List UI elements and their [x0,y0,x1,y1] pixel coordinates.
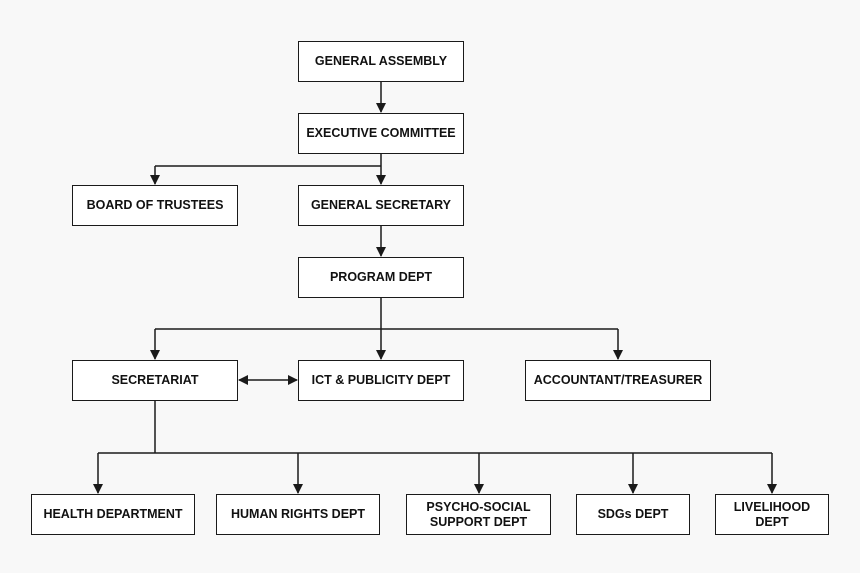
node-health-department: HEALTH DEPARTMENT [31,494,195,535]
node-secretariat: SECRETARIAT [72,360,238,401]
node-accountant-treasurer: ACCOUNTANT/TREASURER [525,360,711,401]
node-livelihood-dept: LIVELIHOOD DEPT [715,494,829,535]
node-human-rights-dept: HUMAN RIGHTS DEPT [216,494,380,535]
node-program-dept: PROGRAM DEPT [298,257,464,298]
node-general-secretary: GENERAL SECRETARY [298,185,464,226]
node-board-of-trustees: BOARD OF TRUSTEES [72,185,238,226]
node-ict-publicity-dept: ICT & PUBLICITY DEPT [298,360,464,401]
node-sdgs-dept: SDGs DEPT [576,494,690,535]
node-psycho-social-support-dept: PSYCHO-SOCIAL SUPPORT DEPT [406,494,551,535]
node-executive-committee: EXECUTIVE COMMITTEE [298,113,464,154]
node-general-assembly: GENERAL ASSEMBLY [298,41,464,82]
